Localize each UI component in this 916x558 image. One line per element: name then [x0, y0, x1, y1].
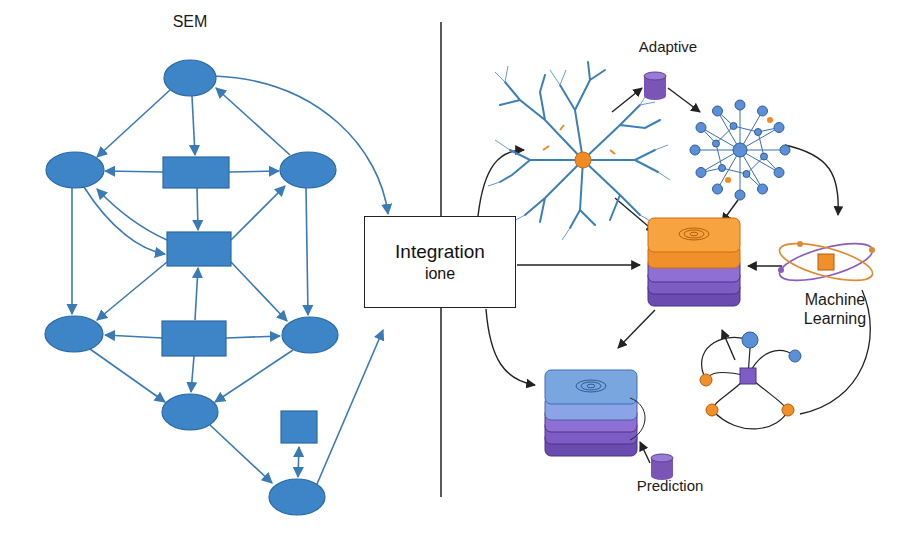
- path-arrow: [105, 171, 163, 172]
- flow-arrow: [618, 310, 655, 348]
- network-dot: [767, 117, 773, 123]
- path-arrow: [90, 349, 165, 402]
- latent-ellipse: [269, 479, 325, 515]
- flow-arrow: [517, 264, 640, 265]
- path-arrow: [97, 90, 170, 157]
- box-title: Integration: [395, 241, 485, 264]
- flow-arrow: [785, 145, 838, 215]
- text-label: Prediction: [615, 477, 725, 495]
- orbit-dot: [869, 247, 875, 253]
- process-box: Integrationione: [364, 216, 516, 308]
- flow-arrow: [486, 309, 535, 385]
- cylinder-top: [651, 454, 673, 462]
- orbit-dot: [778, 267, 784, 273]
- wire: [630, 398, 645, 440]
- dendrites: [500, 62, 660, 228]
- soma: [575, 152, 591, 168]
- text-label: SEM: [150, 12, 230, 31]
- path-arrow: [306, 188, 308, 315]
- cylinder-base: [644, 92, 666, 100]
- graph-icon: [700, 332, 801, 429]
- orbit: [776, 236, 876, 288]
- path-arrow: [195, 268, 198, 320]
- cylinder-top: [644, 72, 666, 80]
- latent-ellipse: [162, 394, 218, 430]
- layer: [545, 370, 637, 404]
- flow-arrow: [748, 265, 782, 266]
- sem-shapes: [45, 60, 338, 515]
- text-label: Machine Learning: [785, 290, 885, 328]
- ml-arrows: [478, 88, 838, 463]
- neuron-icon: [488, 62, 670, 240]
- layer-stack: [545, 370, 645, 456]
- graph-hub: [740, 368, 756, 384]
- latent-ellipse: [45, 316, 103, 352]
- path-arrow: [229, 171, 279, 172]
- orbit: [776, 236, 876, 288]
- path-arrow: [105, 335, 162, 338]
- path-arrow: [214, 76, 388, 214]
- latent-ellipse: [282, 317, 338, 353]
- path-arrow: [97, 189, 167, 240]
- flow-arrow: [668, 88, 700, 112]
- path-arrow: [215, 350, 293, 402]
- path-arrow: [191, 356, 194, 392]
- spiral: [576, 380, 606, 392]
- graph-node: [742, 332, 758, 348]
- layer: [648, 218, 740, 252]
- latent-ellipse: [280, 152, 336, 188]
- graph-node: [782, 404, 794, 416]
- path-arrow: [71, 188, 73, 314]
- text-label: Adaptive: [613, 38, 723, 56]
- orbit-dot: [797, 241, 803, 247]
- layer-stack: [648, 218, 740, 306]
- path-arrow: [298, 447, 299, 477]
- wire: [800, 290, 870, 414]
- path-arrow: [231, 186, 285, 240]
- latent-ellipse: [46, 152, 104, 188]
- observed-box: [163, 157, 229, 188]
- latent-ellipse: [164, 60, 216, 96]
- path-arrow: [192, 96, 195, 155]
- graph-node: [700, 374, 712, 386]
- path-arrow: [231, 262, 287, 321]
- graph-links: [702, 337, 795, 429]
- path-arrow: [210, 425, 272, 483]
- atom-core: [818, 254, 834, 270]
- sem-paths: [72, 76, 388, 484]
- network-nodes: [690, 100, 790, 200]
- database-icon: [651, 454, 673, 480]
- path-arrow: [317, 330, 383, 484]
- twigs: [488, 66, 670, 240]
- atom-icon: [776, 236, 876, 288]
- box-subtitle: ione: [425, 264, 455, 283]
- observed-box: [281, 411, 317, 443]
- network-dot: [725, 177, 731, 183]
- flow-arrow: [478, 150, 524, 216]
- path-arrow: [197, 188, 198, 230]
- graph-node: [706, 404, 718, 416]
- observed-box: [167, 232, 231, 266]
- network-links: [695, 105, 785, 195]
- signal-marks: [543, 125, 615, 154]
- observed-box: [162, 321, 226, 356]
- path-arrow: [97, 262, 167, 320]
- path-arrow: [226, 336, 280, 338]
- network-icon: [690, 100, 790, 200]
- flow-arrow: [640, 442, 650, 463]
- path-arrow: [84, 187, 165, 254]
- database-icon: [644, 72, 666, 100]
- flow-arrow: [722, 330, 735, 360]
- path-arrow: [216, 88, 290, 155]
- spiral: [679, 228, 709, 240]
- graph-node: [789, 350, 801, 362]
